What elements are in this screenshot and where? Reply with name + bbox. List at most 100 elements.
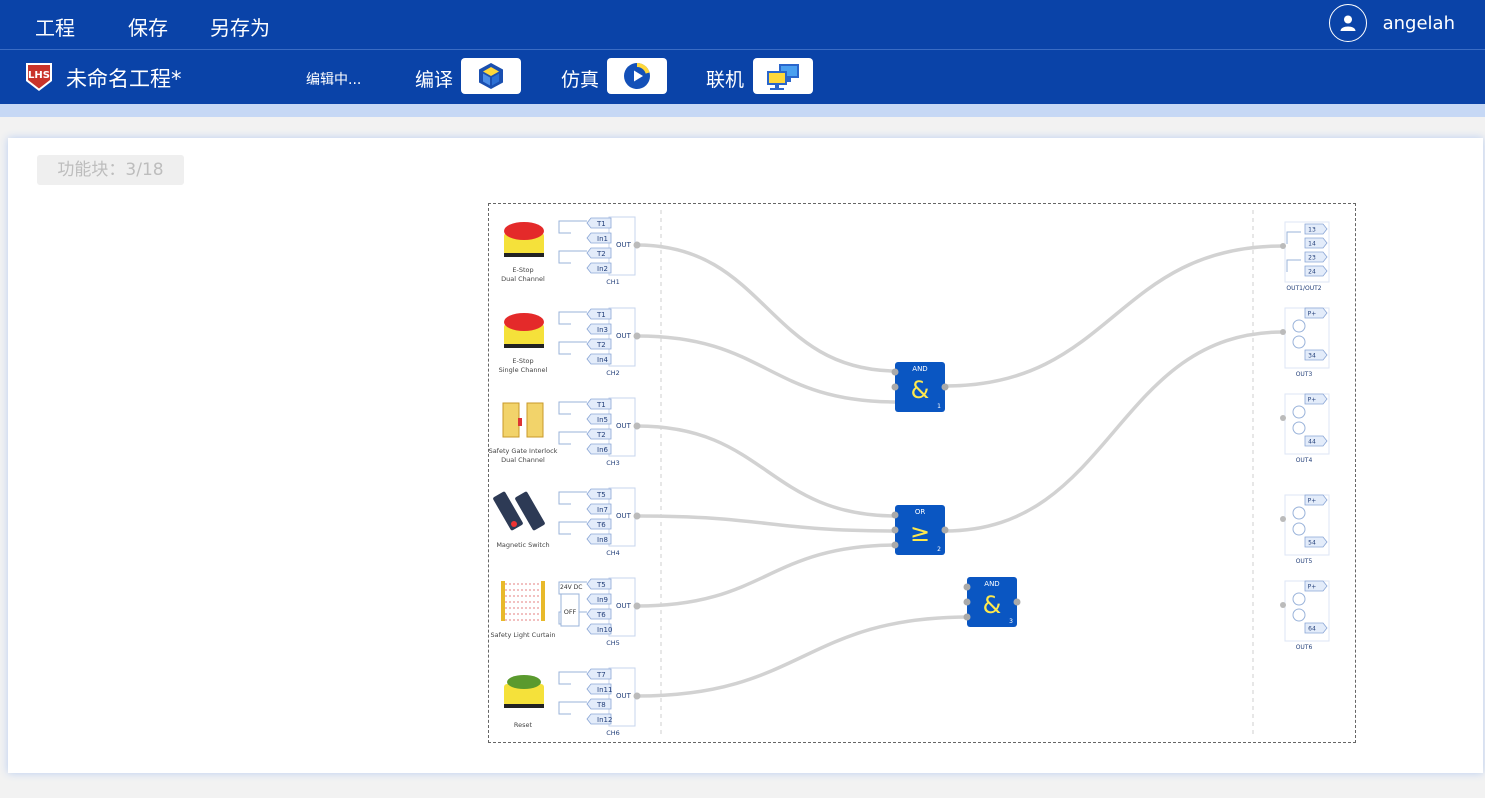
- input-pin[interactable]: [586, 247, 612, 259]
- input-pin[interactable]: [586, 623, 612, 635]
- relay-contact: [1286, 231, 1301, 272]
- output-pin[interactable]: [1304, 393, 1328, 405]
- input-pin[interactable]: [586, 713, 612, 725]
- channel-block[interactable]: [608, 577, 636, 637]
- input-pin[interactable]: [586, 593, 612, 605]
- block-input-port[interactable]: [891, 511, 899, 519]
- output-in-port[interactable]: [1280, 602, 1286, 608]
- block-input-port[interactable]: [891, 368, 899, 376]
- wire[interactable]: [636, 615, 970, 698]
- input-pin[interactable]: [586, 503, 612, 515]
- input-pin[interactable]: [586, 668, 612, 680]
- block-input-port[interactable]: [891, 383, 899, 391]
- input-pin[interactable]: [586, 698, 612, 710]
- out-port[interactable]: [633, 332, 641, 340]
- menu-save[interactable]: 保存: [128, 16, 168, 40]
- output-pin[interactable]: [1304, 307, 1328, 319]
- output-pin[interactable]: [1304, 237, 1328, 249]
- user-menu[interactable]: angelah: [1328, 4, 1455, 42]
- wire[interactable]: [636, 424, 898, 518]
- out-port[interactable]: [633, 422, 641, 430]
- wire[interactable]: [636, 334, 898, 404]
- channel-block[interactable]: [608, 667, 636, 727]
- block-body[interactable]: [967, 577, 1017, 627]
- block-output-port[interactable]: [1013, 598, 1021, 606]
- block-body[interactable]: [895, 362, 945, 412]
- out-port[interactable]: [633, 512, 641, 520]
- block-output-port[interactable]: [941, 383, 949, 391]
- output-in-port[interactable]: [1280, 329, 1286, 335]
- compile-button[interactable]: [461, 58, 521, 94]
- online-button[interactable]: [753, 58, 813, 94]
- simulate-button[interactable]: [607, 58, 667, 94]
- input-pin[interactable]: [586, 398, 612, 410]
- block-body[interactable]: [895, 505, 945, 555]
- input-pin[interactable]: [586, 533, 612, 545]
- block-input-port[interactable]: [891, 541, 899, 549]
- output-in-port[interactable]: [1280, 243, 1286, 249]
- menu-project[interactable]: 工程: [35, 16, 75, 40]
- output-pin[interactable]: [1304, 265, 1328, 277]
- wire[interactable]: [944, 330, 1284, 533]
- output-in-port[interactable]: [1280, 415, 1286, 421]
- wire[interactable]: [944, 244, 1284, 388]
- channel-block[interactable]: [608, 216, 636, 276]
- block-input-port[interactable]: [963, 583, 971, 591]
- output-pin[interactable]: [1304, 251, 1328, 263]
- input-pin[interactable]: [586, 323, 612, 335]
- menu-save-as[interactable]: 另存为: [210, 16, 270, 40]
- input-pin[interactable]: [586, 262, 612, 274]
- logic-block-or-2[interactable]: OR≥2: [891, 505, 949, 555]
- input-pin[interactable]: [586, 308, 612, 320]
- input-pin[interactable]: [586, 443, 612, 455]
- output-pin[interactable]: [1304, 536, 1328, 548]
- output-in-port[interactable]: [1280, 516, 1286, 522]
- off-switch[interactable]: [560, 593, 580, 627]
- input-pin[interactable]: [586, 428, 612, 440]
- output-pin[interactable]: [1304, 580, 1328, 592]
- wire[interactable]: [636, 543, 898, 608]
- block-input-port[interactable]: [891, 526, 899, 534]
- wire[interactable]: [636, 243, 898, 373]
- input-pin[interactable]: [586, 413, 612, 425]
- logic-block-and-3[interactable]: AND&3: [963, 577, 1021, 627]
- wire[interactable]: [636, 514, 898, 533]
- block-output-port[interactable]: [941, 526, 949, 534]
- output-pin[interactable]: [1304, 494, 1328, 506]
- input-pin[interactable]: [586, 578, 612, 590]
- output-pin[interactable]: [1304, 349, 1328, 361]
- out-port[interactable]: [633, 602, 641, 610]
- output-pin[interactable]: [1304, 223, 1328, 235]
- out-port[interactable]: [633, 692, 641, 700]
- input-pin[interactable]: [586, 608, 612, 620]
- input-pin[interactable]: [586, 518, 612, 530]
- channel-block[interactable]: [608, 307, 636, 367]
- logic-block-and-1[interactable]: AND&1: [891, 362, 949, 412]
- out-port[interactable]: [633, 241, 641, 249]
- output-pin[interactable]: [1304, 435, 1328, 447]
- block-input-port[interactable]: [963, 613, 971, 621]
- block-input-port[interactable]: [963, 598, 971, 606]
- user-avatar-icon[interactable]: [1328, 4, 1367, 42]
- input-pin[interactable]: [586, 683, 612, 695]
- input-pin[interactable]: [586, 217, 612, 229]
- input-pin[interactable]: [586, 353, 612, 365]
- input-pin[interactable]: [586, 488, 612, 500]
- output-pin[interactable]: [1304, 622, 1328, 634]
- channel-block[interactable]: [608, 487, 636, 547]
- input-pin[interactable]: [586, 338, 612, 350]
- input-pin[interactable]: [586, 232, 612, 244]
- input-channel-5[interactable]: Safety Light CurtainT5In9T6In10OUTCH524V…: [491, 577, 641, 647]
